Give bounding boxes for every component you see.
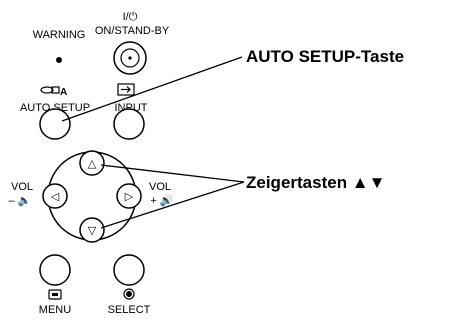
menu-label: MENU xyxy=(39,304,71,316)
auto-setup-label: AUTO SETUP xyxy=(20,102,90,114)
pointer-down-button[interactable]: ▽ xyxy=(79,217,105,243)
auto-setup-leader-line xyxy=(61,56,243,122)
power-symbol: I/⏻ xyxy=(123,11,138,23)
pointer-up-leader-line xyxy=(100,164,245,183)
on-standby-label: ON/STAND-BY xyxy=(95,25,170,37)
menu-button[interactable] xyxy=(39,254,71,286)
auto-setup-callout: AUTO SETUP-Taste xyxy=(246,47,404,66)
pointer-right-button[interactable]: ▷ xyxy=(116,183,142,209)
svg-text:A: A xyxy=(60,87,67,98)
on-standby-button[interactable] xyxy=(113,41,147,75)
vol-minus-symbol: – 🔈 xyxy=(9,195,32,207)
pointer-callout: Zeigertasten ▲▼ xyxy=(246,173,385,192)
select-button[interactable] xyxy=(113,254,145,286)
menu-icon xyxy=(48,289,62,300)
up-arrow-icon: △ xyxy=(88,158,97,170)
vol-minus-label: VOL xyxy=(11,181,33,193)
select-icon xyxy=(123,288,135,300)
pointer-up-button[interactable]: △ xyxy=(79,150,105,176)
auto-setup-icon: A xyxy=(40,86,67,98)
right-arrow-icon: ▷ xyxy=(125,191,134,203)
pointer-down-leader-line xyxy=(100,181,245,229)
input-icon xyxy=(117,83,135,96)
left-arrow-icon: ◁ xyxy=(51,191,60,203)
input-button[interactable] xyxy=(113,108,145,140)
pointer-left-button[interactable]: ◁ xyxy=(42,183,68,209)
vol-plus-label: VOL xyxy=(149,181,171,193)
auto-setup-button[interactable] xyxy=(39,108,71,140)
down-arrow-icon: ▽ xyxy=(88,225,97,237)
select-label: SELECT xyxy=(108,304,151,316)
warning-label: WARNING xyxy=(33,29,86,41)
vol-plus-symbol: + 🔊 xyxy=(150,193,173,207)
warning-indicator-dot xyxy=(56,57,62,63)
